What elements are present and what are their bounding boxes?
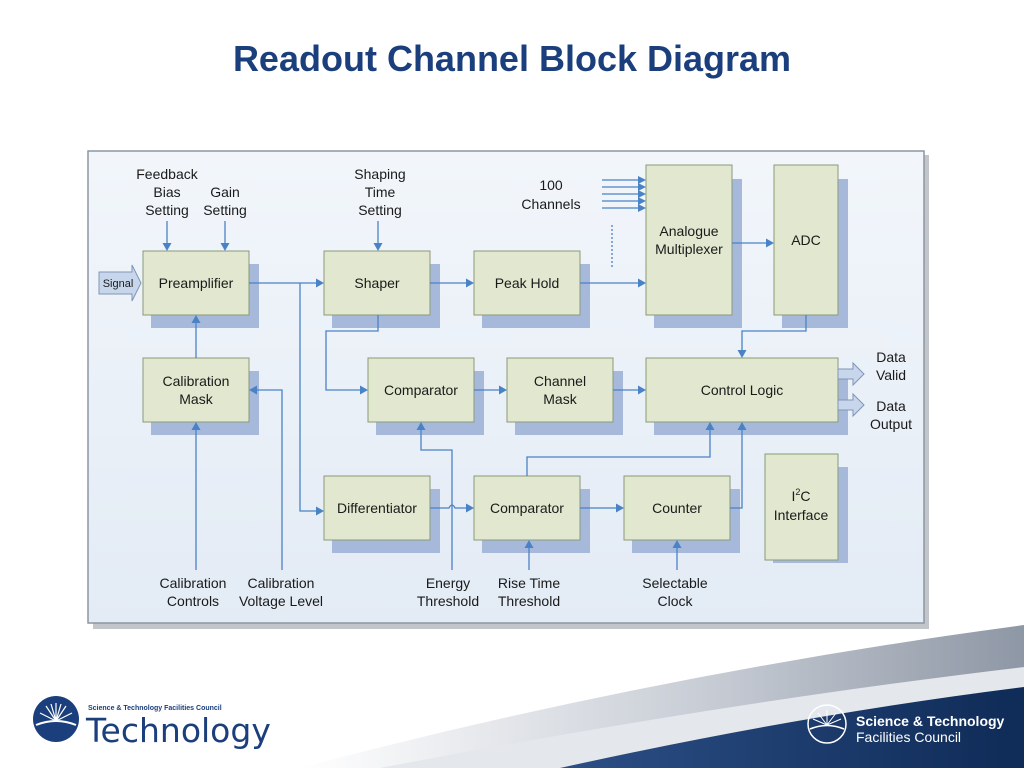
energy-threshold-label-line1: Energy (426, 575, 470, 591)
rise-time-threshold-label-line1: Rise Time (498, 575, 560, 591)
calibration-voltage-label-line1: Calibration (248, 575, 315, 591)
mux-label-line2: Multiplexer (655, 241, 723, 257)
calibration-mask-label-line2: Mask (179, 391, 213, 407)
energy-threshold-label-line2: Threshold (417, 593, 479, 609)
calibration-mask-block (142, 357, 250, 423)
data-output-label-line1: Data (876, 398, 906, 414)
data-output-arrow (837, 392, 865, 418)
selectable-clock-label-line1: Selectable (642, 575, 708, 591)
connections (166, 179, 807, 570)
peak-hold-block (473, 250, 581, 316)
footer-right-line2: Facilities Council (856, 729, 962, 745)
preamplifier-label: Preamplifier (159, 275, 234, 291)
signal-input-arrow (98, 264, 142, 302)
arrowheads (162, 176, 774, 548)
differentiator-block (323, 475, 431, 541)
data-output-label-line2: Output (870, 416, 912, 432)
shaper-label: Shaper (354, 275, 399, 291)
control-logic-block (645, 357, 839, 423)
stfc-sunburst-icon-right (807, 704, 847, 744)
selectable-clock-label-line2: Clock (657, 593, 693, 609)
channel-mask-label-line2: Mask (543, 391, 577, 407)
footer-right-line1: Science & Technology (856, 713, 1005, 729)
peak-hold-label: Peak Hold (495, 275, 560, 291)
counter-label: Counter (652, 500, 702, 516)
comparator-bottom-label: Comparator (490, 500, 564, 516)
channel-mask-block (506, 357, 614, 423)
shaper-block (323, 250, 431, 316)
block-diagram: Preamplifier Shaper Peak Hold Analogue M… (87, 150, 929, 629)
feedback-bias-label-line1: Feedback (136, 166, 198, 182)
shaping-time-label-line3: Setting (358, 202, 402, 218)
footer-technology-wordmark: Technology (86, 711, 271, 750)
gain-setting-label-line2: Setting (203, 202, 247, 218)
comparator-top-label: Comparator (384, 382, 458, 398)
shaping-time-label-line2: Time (365, 184, 396, 200)
slide-title: Readout Channel Block Diagram (232, 38, 792, 79)
calibration-controls-label-line2: Controls (167, 593, 219, 609)
mux-label-line1: Analogue (659, 223, 718, 239)
rise-time-threshold-label-line2: Threshold (498, 593, 560, 609)
channels-label-line1: 100 (539, 177, 563, 193)
i2c-interface-block (764, 453, 839, 561)
feedback-bias-label-line2: Bias (153, 184, 180, 200)
i2c-label-line2: Interface (774, 507, 829, 523)
calibration-voltage-label-line2: Voltage Level (239, 593, 323, 609)
control-logic-label: Control Logic (701, 382, 784, 398)
data-valid-arrow (837, 361, 865, 387)
adc-block (773, 164, 839, 316)
signal-label: Signal (103, 278, 134, 290)
comparator-top-block (367, 357, 475, 423)
i2c-label-line1: I2C (791, 487, 810, 504)
feedback-bias-label-line3: Setting (145, 202, 189, 218)
footer-council-small: Science & Technology Facilities Council (88, 705, 222, 712)
footer-swoosh (300, 625, 1024, 768)
gain-setting-label-line1: Gain (210, 184, 240, 200)
slide-footer: Science & Technology Facilities Council … (0, 625, 1024, 768)
channels-label-line2: Channels (521, 196, 580, 212)
adc-label: ADC (791, 232, 821, 248)
channel-mask-label-line1: Channel (534, 373, 586, 389)
calibration-mask-label-line1: Calibration (163, 373, 230, 389)
stfc-sunburst-icon (33, 696, 79, 742)
data-valid-label-line1: Data (876, 349, 906, 365)
analogue-multiplexer-block (645, 164, 733, 316)
comparator-bottom-block (473, 475, 581, 541)
data-valid-label-line2: Valid (876, 367, 906, 383)
shaping-time-label-line1: Shaping (354, 166, 405, 182)
calibration-controls-label-line1: Calibration (160, 575, 227, 591)
differentiator-label: Differentiator (337, 500, 417, 516)
